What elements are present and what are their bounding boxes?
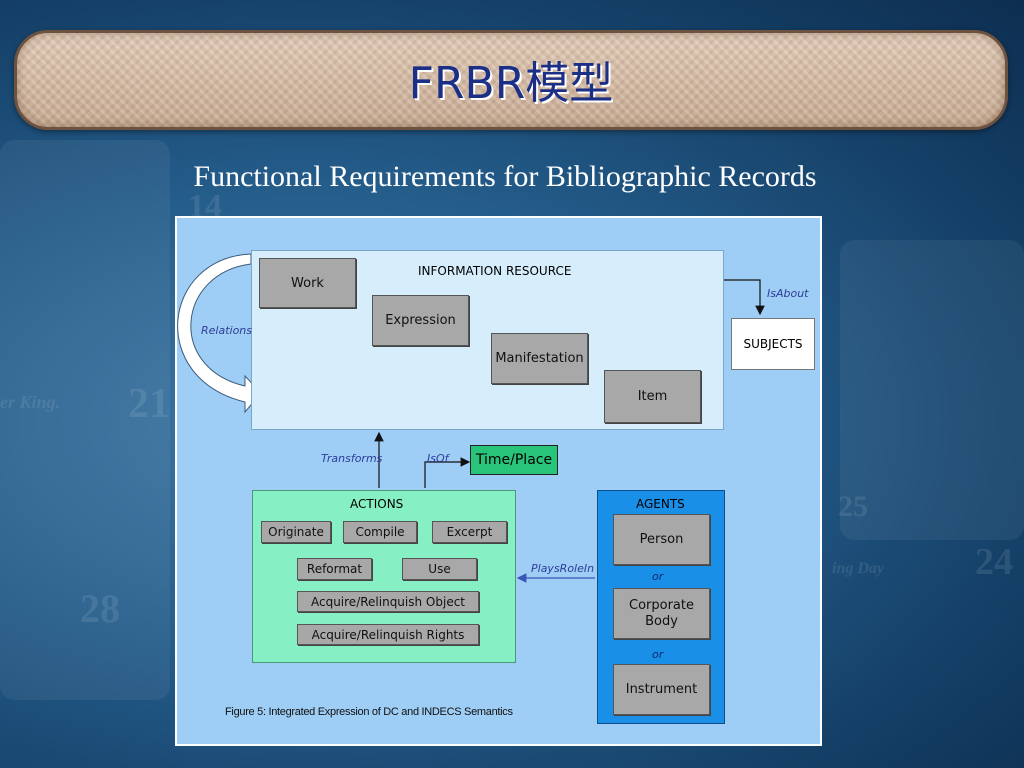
subjects-box: SUBJECTS (731, 318, 815, 370)
action-use: Use (402, 558, 477, 580)
background-panel-right (840, 240, 1024, 540)
entity-expression: Expression (372, 295, 469, 346)
is-about-label: IsAbout (767, 287, 809, 300)
entity-manifestation: Manifestation (491, 333, 588, 384)
is-of-label: IsOf (427, 452, 449, 465)
slide-subtitle: Functional Requirements for Bibliographi… (193, 160, 817, 193)
entity-item: Item (604, 370, 701, 423)
action-compile: Compile (343, 521, 417, 543)
action-excerpt: Excerpt (432, 521, 507, 543)
background-number: 25 (838, 490, 868, 523)
background-number: 24 (975, 541, 1013, 583)
action-reformat: Reformat (297, 558, 372, 580)
figure-caption: Figure 5: Integrated Expression of DC an… (225, 706, 513, 718)
actions-label: ACTIONS (350, 497, 404, 511)
background-panel-left (0, 140, 170, 700)
background-number: 21 (128, 381, 170, 427)
or-separator: or (652, 648, 664, 661)
or-separator: or (652, 570, 664, 583)
background-word: ing Day (832, 560, 884, 577)
transforms-label: Transforms (321, 452, 383, 465)
relations-arrow (177, 253, 262, 414)
action-acquire-relinquish-object: Acquire/Relinquish Object (297, 591, 479, 612)
plays-role-in-label: PlaysRoleIn (531, 562, 595, 575)
title-bar: FRBR模型 (14, 30, 1008, 130)
background-word: er King. (0, 392, 61, 412)
agent-instrument: Instrument (613, 664, 710, 715)
slide-title: FRBR模型 (408, 58, 614, 109)
agent-person: Person (613, 514, 710, 565)
entity-work: Work (259, 258, 356, 308)
information-resource-label: INFORMATION RESOURCE (418, 264, 572, 278)
action-originate: Originate (261, 521, 331, 543)
background-number: 28 (80, 586, 120, 631)
action-acquire-relinquish-rights: Acquire/Relinquish Rights (297, 624, 479, 645)
time-place-box: Time/Place (470, 445, 558, 475)
relations-label: Relations (201, 324, 253, 337)
frbr-diagram: INFORMATION RESOURCE Work Expression Man… (175, 216, 822, 746)
agent-corporate-body: Corporate Body (613, 588, 710, 639)
agents-label: AGENTS (636, 497, 685, 511)
